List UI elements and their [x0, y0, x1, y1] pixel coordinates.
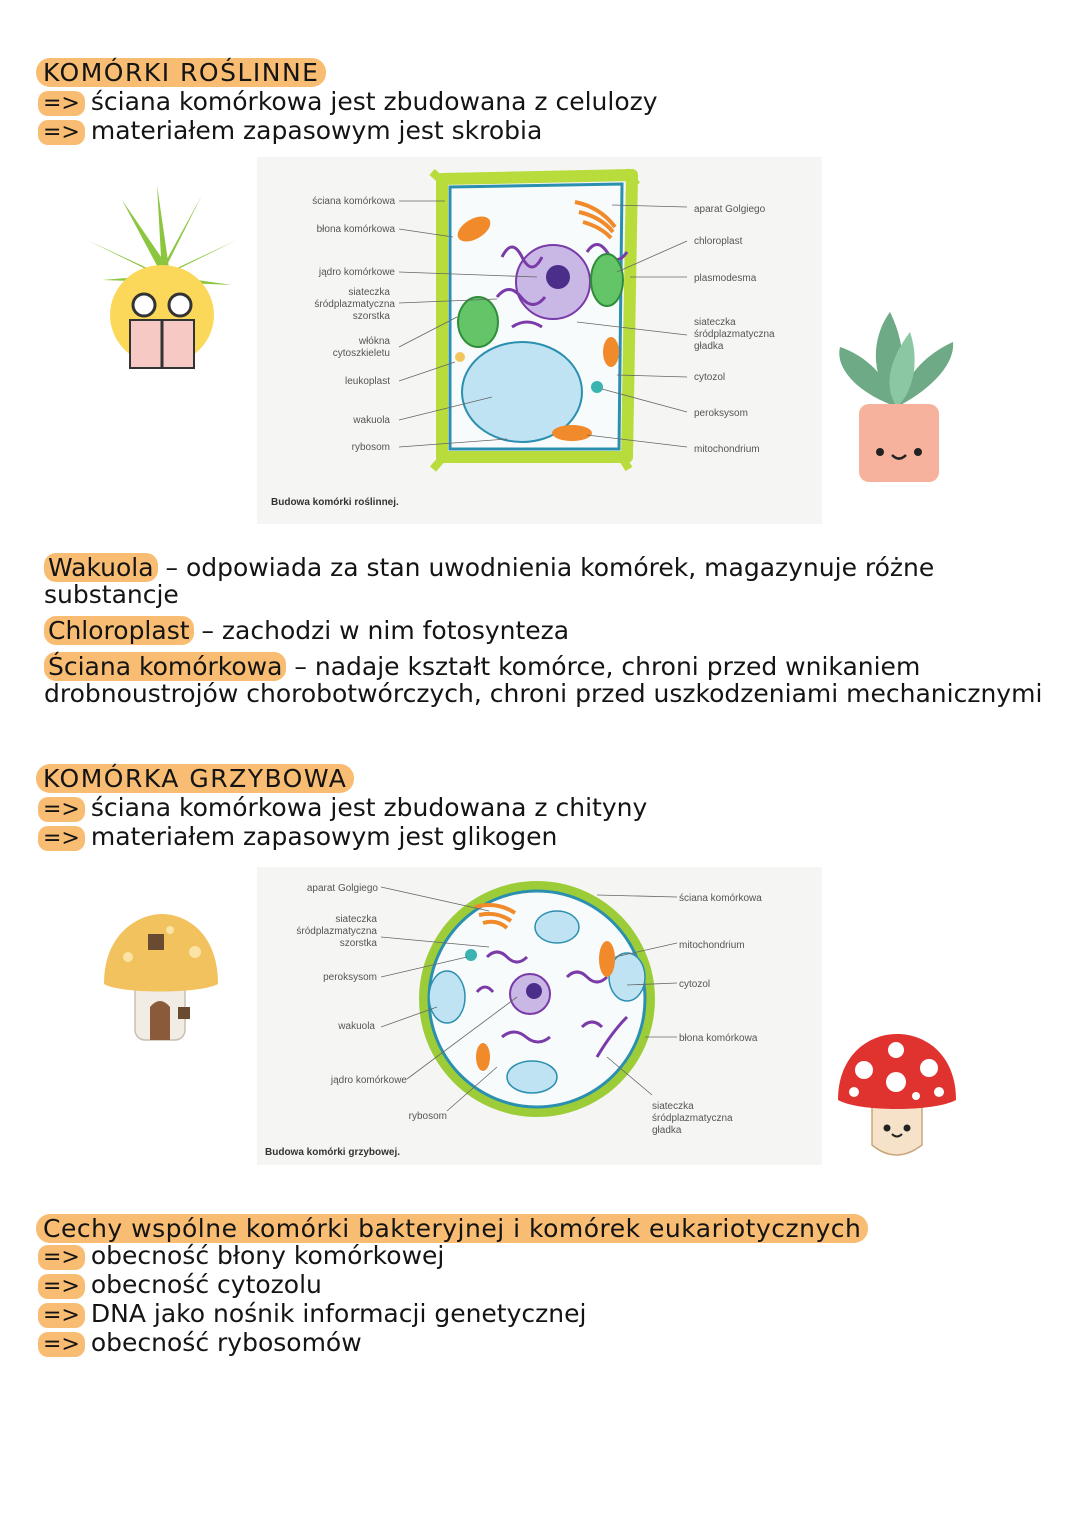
list-item: =>obecność błony komórkowej	[38, 1242, 586, 1271]
succulent-pot-icon	[835, 312, 960, 491]
svg-text:śródplazmatyczna: śródplazmatyczna	[296, 926, 377, 937]
definition-item: Ściana komórkowa – nadaje kształt komórc…	[44, 652, 1043, 708]
list-item: =>obecność cytozolu	[38, 1271, 586, 1300]
svg-text:jądro komórkowe: jądro komórkowe	[330, 1075, 408, 1086]
list-item: =>DNA jako nośnik informacji genetycznej	[38, 1300, 586, 1329]
list-item: =>materiałem zapasowym jest skrobia	[38, 117, 658, 146]
arrow-icon: =>	[38, 826, 85, 851]
svg-text:ściana komórkowa: ściana komórkowa	[679, 893, 762, 904]
common-section-heading: Cechy wspólne komórki bakteryjnej i komó…	[36, 1214, 869, 1244]
fungal-cell-diagram: aparat Golgiego siateczka śródplazmatycz…	[265, 881, 762, 1158]
svg-text:włókna: włókna	[358, 336, 391, 347]
fungal-cell-figure: aparat Golgiego siateczka śródplazmatycz…	[257, 867, 822, 1165]
svg-text:jądro komórkowe: jądro komórkowe	[318, 267, 396, 278]
svg-text:cytoszkieletu: cytoszkieletu	[333, 348, 390, 359]
svg-text:mitochondrium: mitochondrium	[694, 444, 760, 455]
svg-text:siateczka: siateczka	[348, 287, 390, 298]
definition-term: Wakuola	[44, 553, 158, 582]
mushroom-house-icon	[100, 912, 222, 1048]
list-item: =>materiałem zapasowym jest glikogen	[38, 823, 647, 852]
svg-text:aparat Golgiego: aparat Golgiego	[307, 883, 379, 894]
fungal-section-heading: KOMÓRKA GRZYBOWA	[36, 764, 355, 794]
svg-text:wakuola: wakuola	[337, 1021, 375, 1032]
svg-text:peroksysom: peroksysom	[694, 408, 748, 419]
arrow-icon: =>	[38, 797, 85, 822]
svg-text:śródplazmatyczna: śródplazmatyczna	[314, 299, 395, 310]
svg-text:rybosom: rybosom	[352, 442, 390, 453]
plant-pot-reading-icon	[82, 180, 242, 379]
svg-text:śródplazmatyczna: śródplazmatyczna	[652, 1113, 733, 1124]
list-item: =>ściana komórkowa jest zbudowana z celu…	[38, 88, 658, 117]
svg-text:szorstka: szorstka	[353, 311, 391, 322]
red-mushroom-icon	[834, 1030, 959, 1166]
svg-text:siateczka: siateczka	[694, 317, 736, 328]
svg-text:wakuola: wakuola	[352, 415, 390, 426]
definition-item: Chloroplast – zachodzi w nim fotosynteza	[44, 616, 1044, 645]
fungal-bullets: =>ściana komórkowa jest zbudowana z chit…	[38, 794, 647, 852]
plant-cell-diagram: ściana komórkowa błona komórkowa jądro k…	[271, 168, 775, 508]
svg-text:błona komórkowa: błona komórkowa	[317, 224, 396, 235]
list-item: =>ściana komórkowa jest zbudowana z chit…	[38, 794, 647, 823]
definitions: Wakuola – odpowiada za stan uwodnienia k…	[44, 553, 1044, 716]
arrow-icon: =>	[38, 1332, 85, 1357]
common-bullets: =>obecność błony komórkowej =>obecność c…	[38, 1242, 586, 1358]
svg-text:chloroplast: chloroplast	[694, 236, 743, 247]
definition-item: Wakuola – odpowiada za stan uwodnienia k…	[44, 553, 935, 609]
arrow-icon: =>	[38, 1245, 85, 1270]
svg-text:mitochondrium: mitochondrium	[679, 940, 745, 951]
svg-text:aparat Golgiego: aparat Golgiego	[694, 204, 766, 215]
svg-text:siateczka: siateczka	[652, 1101, 694, 1112]
svg-text:cytozol: cytozol	[694, 372, 725, 383]
plant-section-heading: KOMÓRKI ROŚLINNE	[36, 58, 327, 88]
arrow-icon: =>	[38, 1303, 85, 1328]
label-sciana: ściana komórkowa	[312, 196, 395, 207]
svg-text:siateczka: siateczka	[335, 914, 377, 925]
plant-cell-figure: ściana komórkowa błona komórkowa jądro k…	[257, 157, 822, 524]
svg-text:peroksysom: peroksysom	[323, 972, 377, 983]
svg-text:gładka: gładka	[652, 1125, 682, 1136]
list-item: =>obecność rybosomów	[38, 1329, 586, 1358]
svg-text:śródplazmatyczna: śródplazmatyczna	[694, 329, 775, 340]
svg-text:leukoplast: leukoplast	[345, 376, 390, 387]
definition-term: Ściana komórkowa	[44, 652, 287, 681]
svg-text:błona komórkowa: błona komórkowa	[679, 1033, 758, 1044]
figure-caption: Budowa komórki grzybowej.	[265, 1147, 400, 1158]
arrow-icon: =>	[38, 120, 85, 145]
definition-term: Chloroplast	[44, 616, 194, 645]
svg-text:plasmodesma: plasmodesma	[694, 273, 757, 284]
plant-bullets: =>ściana komórkowa jest zbudowana z celu…	[38, 88, 658, 146]
svg-text:szorstka: szorstka	[340, 938, 378, 949]
svg-text:gładka: gładka	[694, 341, 724, 352]
arrow-icon: =>	[38, 91, 85, 116]
figure-caption: Budowa komórki roślinnej.	[271, 497, 399, 508]
svg-text:rybosom: rybosom	[409, 1111, 447, 1122]
svg-text:cytozol: cytozol	[679, 979, 710, 990]
arrow-icon: =>	[38, 1274, 85, 1299]
